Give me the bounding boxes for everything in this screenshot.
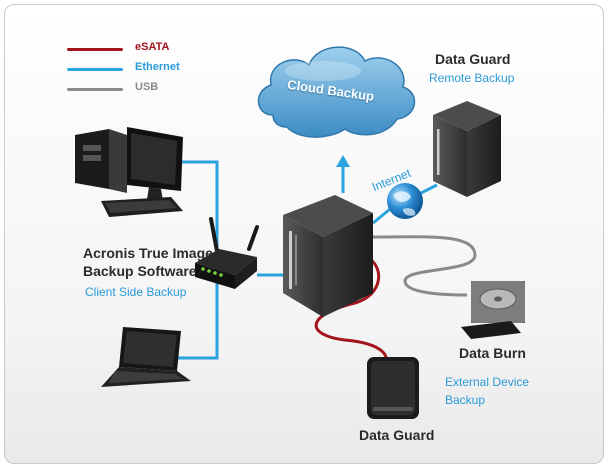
usb-line bbox=[372, 235, 477, 297]
client-title-line2: Backup Software bbox=[83, 263, 197, 279]
legend-swatch-esata bbox=[67, 48, 123, 51]
client-subtitle: Client Side Backup bbox=[85, 285, 187, 299]
external-drive-icon bbox=[367, 357, 419, 419]
drive-label: Data Guard bbox=[359, 427, 435, 443]
connection-layer bbox=[75, 46, 525, 419]
router-icon bbox=[195, 217, 259, 289]
legend-swatch-ethernet bbox=[67, 68, 123, 71]
remote-server-icon bbox=[433, 101, 501, 197]
legend-swatch-usb bbox=[67, 88, 123, 91]
main-server-icon bbox=[283, 195, 373, 317]
diagram-frame: eSATA Ethernet USB Cloud Backup Data Gua… bbox=[4, 4, 604, 464]
optical-drive-icon bbox=[461, 281, 525, 339]
remote-subtitle: Remote Backup bbox=[429, 71, 515, 85]
esata-line bbox=[314, 255, 388, 364]
upload-arrow bbox=[336, 155, 350, 193]
legend-label-ethernet: Ethernet bbox=[135, 61, 180, 73]
remote-title: Data Guard bbox=[435, 51, 511, 67]
external-line2: Backup bbox=[445, 393, 486, 407]
client-title-line1: Acronis True Image bbox=[83, 245, 213, 261]
globe-icon bbox=[387, 183, 423, 219]
ethernet-line-laptop bbox=[170, 267, 219, 360]
external-line1: External Device bbox=[445, 375, 530, 389]
laptop-icon bbox=[101, 327, 191, 387]
desktop-computer-icon bbox=[75, 127, 183, 217]
burn-label: Data Burn bbox=[459, 345, 526, 361]
legend-label-usb: USB bbox=[135, 81, 159, 93]
legend-label-esata: eSATA bbox=[135, 41, 170, 53]
cloud-icon bbox=[257, 46, 416, 138]
